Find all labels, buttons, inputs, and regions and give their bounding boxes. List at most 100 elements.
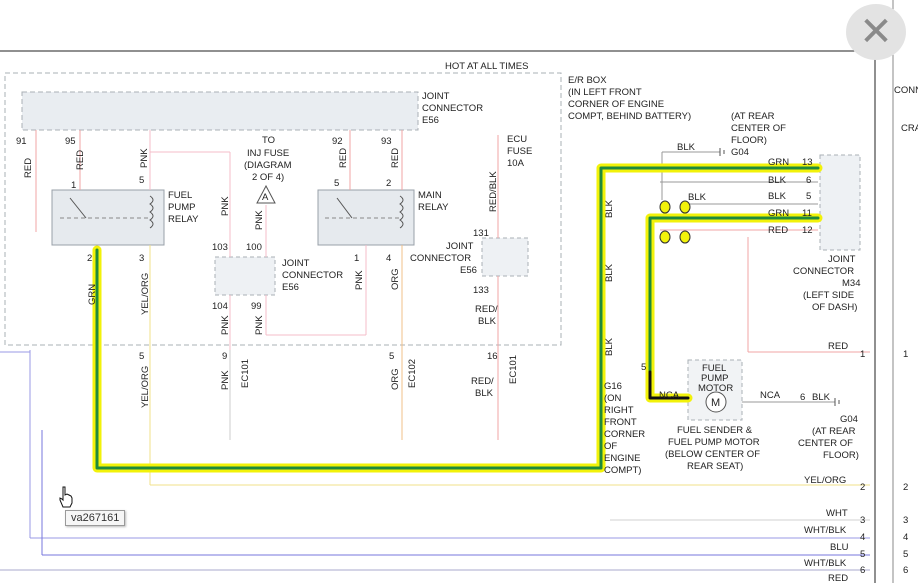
inj-fuse-l4: 2 OF 4) <box>252 172 284 183</box>
jc-right-l3: E56 <box>460 265 477 276</box>
main-pin-4: 4 <box>386 253 391 264</box>
main-pin-2: 2 <box>386 178 391 189</box>
bus-pin-3: 3 <box>860 515 865 526</box>
bus-color-6: WHT/BLK <box>804 558 847 569</box>
fpr-l1: FUEL <box>168 190 192 201</box>
fpm-l3: MOTOR <box>698 383 733 394</box>
er-box-l1: E/R BOX <box>568 75 607 86</box>
main-pin-1: 1 <box>354 253 359 264</box>
bus-color-2: YEL/ORG <box>804 475 846 486</box>
m34-l2: CONNECTOR <box>793 266 854 277</box>
m34-pin-5: 12 <box>802 225 813 236</box>
right-pin-1: 1 <box>903 349 908 360</box>
right-edge-l1: CONN <box>894 85 918 96</box>
hot-at-all-times: HOT AT ALL TIMES <box>445 61 528 72</box>
sender-l1: FUEL SENDER & <box>677 425 753 436</box>
ecu-fuse-l1: ECU <box>507 134 527 145</box>
motor-symbol: M <box>711 397 720 409</box>
wire-label-red-b: RED <box>75 150 86 170</box>
bus-color-3: WHT <box>826 508 848 519</box>
g04-bot-l1: G04 <box>840 414 858 425</box>
jc-right-l2: CONNECTOR <box>410 253 471 264</box>
relay-pin-1: 1 <box>71 180 76 191</box>
blk-label-3: BLK <box>604 199 615 218</box>
g04-top-l3: FLOOR) <box>731 135 767 146</box>
blk-label-4: BLK <box>604 263 615 282</box>
g04-bot-l2: (AT REAR <box>812 426 856 437</box>
conn-pin-5a: 5 <box>139 351 144 362</box>
er-box-l2: (IN LEFT FRONT <box>568 87 642 98</box>
ref-triangle <box>256 184 276 204</box>
bus-pin-5: 5 <box>860 549 865 560</box>
g16-l8: COMPT) <box>604 465 641 476</box>
m34-color-1: GRN <box>768 157 789 168</box>
g04-bot-l4: FLOOR) <box>823 450 859 461</box>
jc-pin-100: 100 <box>246 242 262 253</box>
er-box-l4: COMPT, BEHIND BATTERY) <box>568 111 691 122</box>
wire-label-red-d: RED <box>390 148 401 168</box>
right-pin-4: 4 <box>903 532 908 543</box>
m34-l1: JOINT <box>828 254 856 265</box>
wire-label-pnk-f: PNK <box>354 270 365 290</box>
hand-cursor-icon <box>59 486 73 508</box>
jc-pin-131: 131 <box>473 228 489 239</box>
right-pin-3: 3 <box>903 515 908 526</box>
m34-l3: M34 <box>842 278 860 289</box>
bus-pin-2: 2 <box>860 482 865 493</box>
jc-pin-103: 103 <box>212 242 228 253</box>
right-edge-l2: CRA <box>901 123 918 134</box>
g16-l7: ENGINE <box>604 453 640 464</box>
er-box-outline <box>4 72 562 346</box>
m34-color-5: RED <box>768 225 788 236</box>
g04-top-l1: (AT REAR <box>731 111 775 122</box>
sender-l3: (BELOW CENTER OF <box>665 449 760 460</box>
jc-top-l1: JOINT <box>422 91 450 102</box>
m34-connector-box <box>819 154 861 251</box>
conn-pin-5b: 5 <box>389 351 394 362</box>
wire-label-pnk-c: PNK <box>254 210 265 230</box>
conn-id-ec101-b: EC101 <box>508 355 519 384</box>
ref-triangle-label: A <box>262 192 269 203</box>
bus-color-4: WHT/BLK <box>804 525 847 536</box>
right-pin-2: 2 <box>903 482 908 493</box>
motor-pin-6: 6 <box>800 392 805 403</box>
wire-label-pnk-e: PNK <box>254 315 265 335</box>
wire-label-red-c: RED <box>338 148 349 168</box>
close-button[interactable]: ✕ <box>846 4 906 60</box>
conn-id-ec101-a: EC101 <box>240 359 251 388</box>
g04-top-l2: CENTER OF <box>731 123 786 134</box>
close-icon[interactable]: ✕ <box>859 9 893 55</box>
conn-id-ec102: EC102 <box>407 359 418 388</box>
pin-95: 95 <box>65 136 76 147</box>
tooltip: va267161 <box>65 510 126 526</box>
wire-label-redblk-a: RED/BLK <box>488 171 499 212</box>
main-relay-switch <box>336 197 353 219</box>
blk-label-5: BLK <box>604 337 615 356</box>
relay-pin-3: 3 <box>139 253 144 264</box>
fuel-pump-relay-switch <box>69 197 87 219</box>
main-pin-5: 5 <box>334 178 339 189</box>
wire-label-redblk-c1: RED/ <box>471 376 494 387</box>
jc-pin-133: 133 <box>473 285 489 296</box>
fuel-pump-relay-coil <box>149 195 154 229</box>
bus-pin-4: 4 <box>860 532 865 543</box>
jc-pin-99: 99 <box>251 301 262 312</box>
jc-right-l1: JOINT <box>446 241 474 252</box>
sender-l2: FUEL PUMP MOTOR <box>668 437 760 448</box>
nca-right: NCA <box>760 390 781 401</box>
main-relay-l2: RELAY <box>418 202 449 213</box>
motor-circle <box>705 391 727 413</box>
m34-pin-2: 6 <box>806 175 811 186</box>
jc-top-l2: CONNECTOR <box>422 103 483 114</box>
m34-color-4: GRN <box>768 208 789 219</box>
inj-fuse-l2: INJ FUSE <box>247 148 289 159</box>
highlighted-grn-circuit <box>92 163 823 473</box>
joint-connector-mid-box <box>214 256 276 296</box>
m34-color-3: BLK <box>768 191 787 202</box>
conn-pin-9: 9 <box>222 351 227 362</box>
wire-label-redblk-b2: BLK <box>478 316 497 327</box>
m34-l4: (LEFT SIDE <box>803 290 854 301</box>
ecu-fuse-l3: 10A <box>507 158 525 169</box>
wire-label-red-a: RED <box>23 158 34 178</box>
